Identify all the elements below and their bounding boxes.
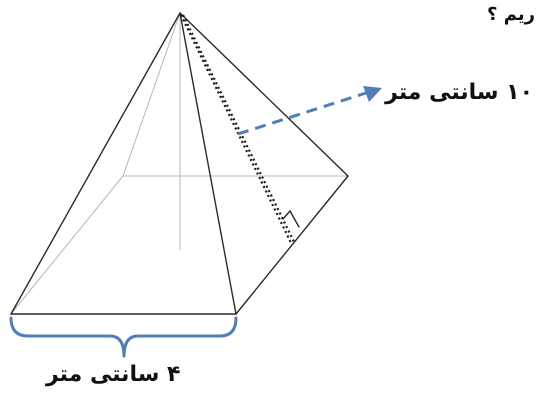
lateral-edge-front-left: [10, 12, 181, 315]
question-text-fragment: ریم ؟: [487, 4, 535, 25]
visible-edges: [10, 12, 349, 315]
hidden-edges: [10, 12, 348, 315]
slant-height-line: [180, 14, 292, 244]
base-edge-label: ۴ سانتی متر: [46, 362, 181, 387]
right-angle-marker: [282, 209, 300, 228]
lateral-edge-back-right: [179, 12, 349, 177]
arrow-head: [363, 86, 382, 102]
arrow-shaft: [237, 91, 367, 136]
base-edge-brace: [9, 316, 238, 358]
slant-height: [180, 14, 300, 244]
right-base-edge: [235, 175, 349, 315]
slant-height-label: ۱۰ سانتی متر: [385, 80, 533, 105]
lateral-edge-front-right: [179, 12, 237, 315]
back-left-base-edge: [10, 175, 124, 315]
slant-height-line-2: [182, 14, 295, 243]
back-lateral-edge: [122, 12, 181, 177]
slant-height-arrow: [237, 86, 382, 136]
